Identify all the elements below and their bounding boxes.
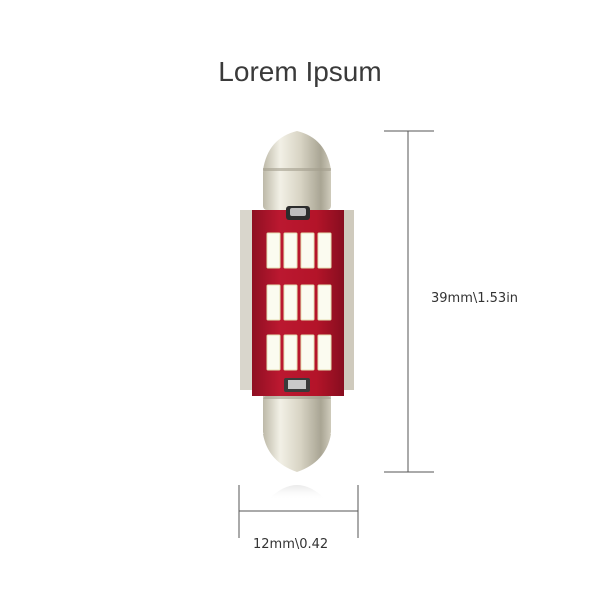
led-chip: [283, 232, 298, 269]
led-chip: [317, 232, 332, 269]
led-chip: [317, 334, 332, 371]
width-dimension-line: [238, 485, 359, 538]
width-dimension-label: 12mm\0.42: [253, 537, 329, 552]
led-chip: [266, 284, 281, 321]
reflection: [268, 485, 326, 500]
led-chip: [300, 232, 315, 269]
board-edge: [240, 210, 354, 390]
height-dimension-label: 39mm\1.53in: [431, 291, 519, 306]
led-chip: [300, 284, 315, 321]
led-chip-grid: [266, 232, 332, 371]
led-chip: [283, 284, 298, 321]
top-metal-cap: [263, 131, 331, 210]
bottom-metal-cap: [263, 396, 331, 472]
led-chip: [317, 284, 332, 321]
led-chip: [266, 232, 281, 269]
height-dimension-line: [384, 130, 434, 473]
product-title: Lorem Ipsum: [218, 56, 382, 87]
led-chip: [300, 334, 315, 371]
led-chip: [283, 334, 298, 371]
led-chip: [266, 334, 281, 371]
